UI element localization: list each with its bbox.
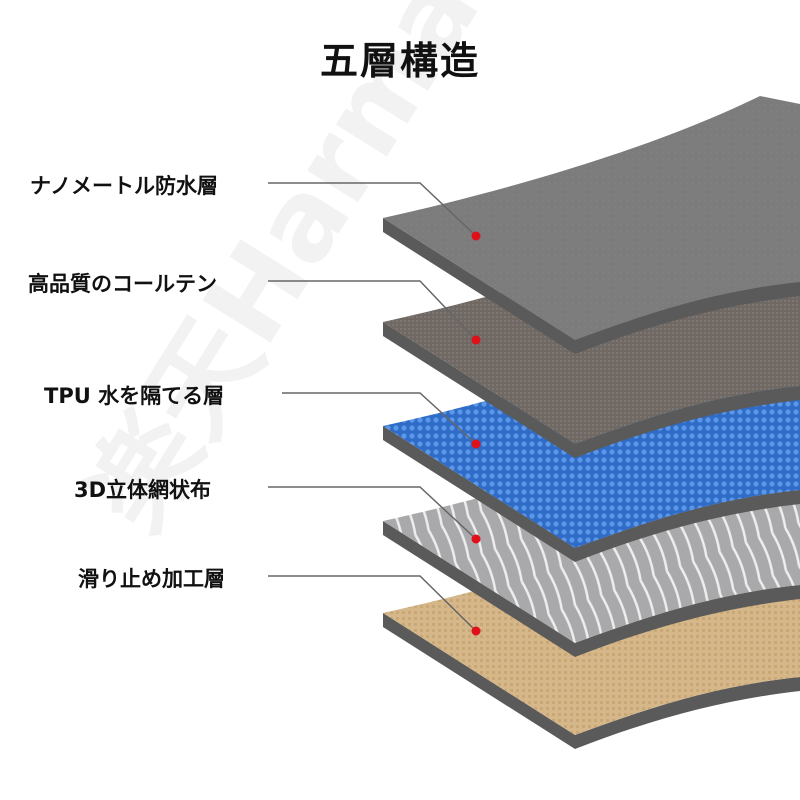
layer-label-anti-slip: 滑り止め加工層 <box>78 567 225 591</box>
marker-dot-waterproof <box>471 231 481 241</box>
layer-label-tpu: TPU 水を隔てる層 <box>44 384 225 408</box>
leader-line-tpu <box>282 392 477 445</box>
layer-waterproof <box>383 96 800 354</box>
leader-group <box>268 182 481 636</box>
marker-dot-tpu <box>471 439 481 449</box>
layer-label-waterproof: ナノメートル防水層 <box>30 174 218 198</box>
layer-label-corduroy: 高品質のコールテン <box>28 272 217 296</box>
leader-line-3d-mesh <box>268 486 477 540</box>
leader-line-waterproof <box>268 182 477 237</box>
layer-surface <box>383 96 800 340</box>
layer-group <box>383 96 800 749</box>
leader-line-anti-slip <box>268 575 477 632</box>
leader-line-corduroy <box>268 280 477 341</box>
marker-dot-anti-slip <box>471 626 481 636</box>
marker-dot-corduroy <box>471 335 481 345</box>
marker-dot-3d-mesh <box>471 534 481 544</box>
page-title: 五層構造 <box>319 39 480 83</box>
layer-label-3d-mesh: 3D立体網状布 <box>74 478 212 502</box>
